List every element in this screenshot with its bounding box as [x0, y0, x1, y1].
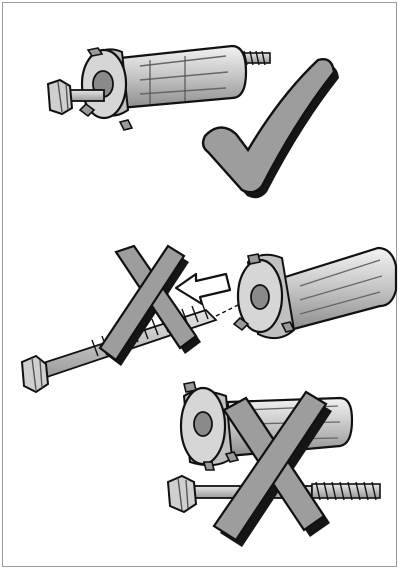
screw-icon [48, 46, 270, 130]
hex-head [22, 356, 48, 392]
hex-head [168, 476, 196, 512]
cross-mark-icon [100, 246, 201, 366]
panel-incorrect-2 [168, 382, 380, 547]
wall-plug-icon [80, 46, 246, 130]
panel-incorrect-1 [22, 246, 396, 392]
wall-plug-icon [234, 248, 396, 338]
hex-head [48, 80, 72, 114]
arrow-left-icon [176, 274, 230, 304]
panel-correct [48, 46, 339, 198]
